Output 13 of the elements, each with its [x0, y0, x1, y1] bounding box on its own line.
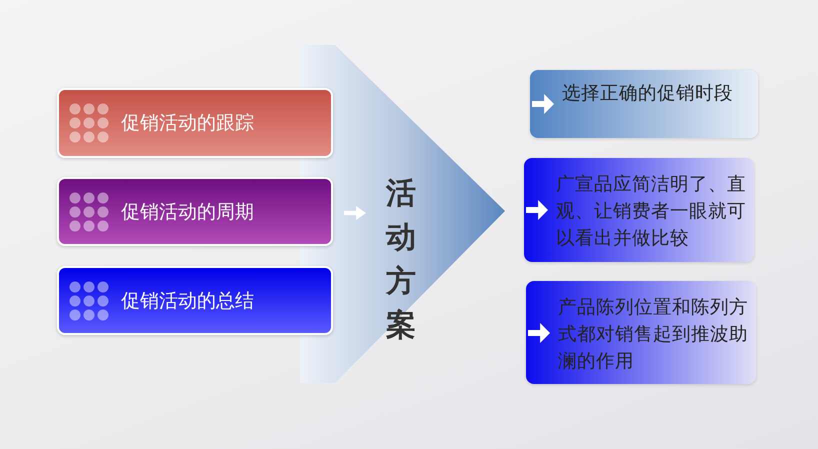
topic-box	[57, 177, 333, 246]
box-label: 促销活动的周期	[121, 200, 254, 224]
box-label: 选择正确的促销时段	[562, 82, 734, 106]
detail-box	[530, 70, 758, 138]
detail-box	[526, 281, 756, 384]
topic-box	[57, 266, 333, 335]
detail-box	[524, 158, 754, 262]
box-label: 广宣品应简洁明了、直观、让销费者一眼就可以看出并做比较	[556, 173, 747, 251]
box-label: 产品陈列位置和陈列方式都对销售起到推波助澜的作用	[558, 296, 749, 374]
topic-box	[57, 88, 333, 158]
box-label: 促销活动的跟踪	[121, 111, 254, 136]
chevron-label: 活动方案	[386, 175, 429, 345]
box-label: 促销活动的总结	[121, 288, 254, 314]
